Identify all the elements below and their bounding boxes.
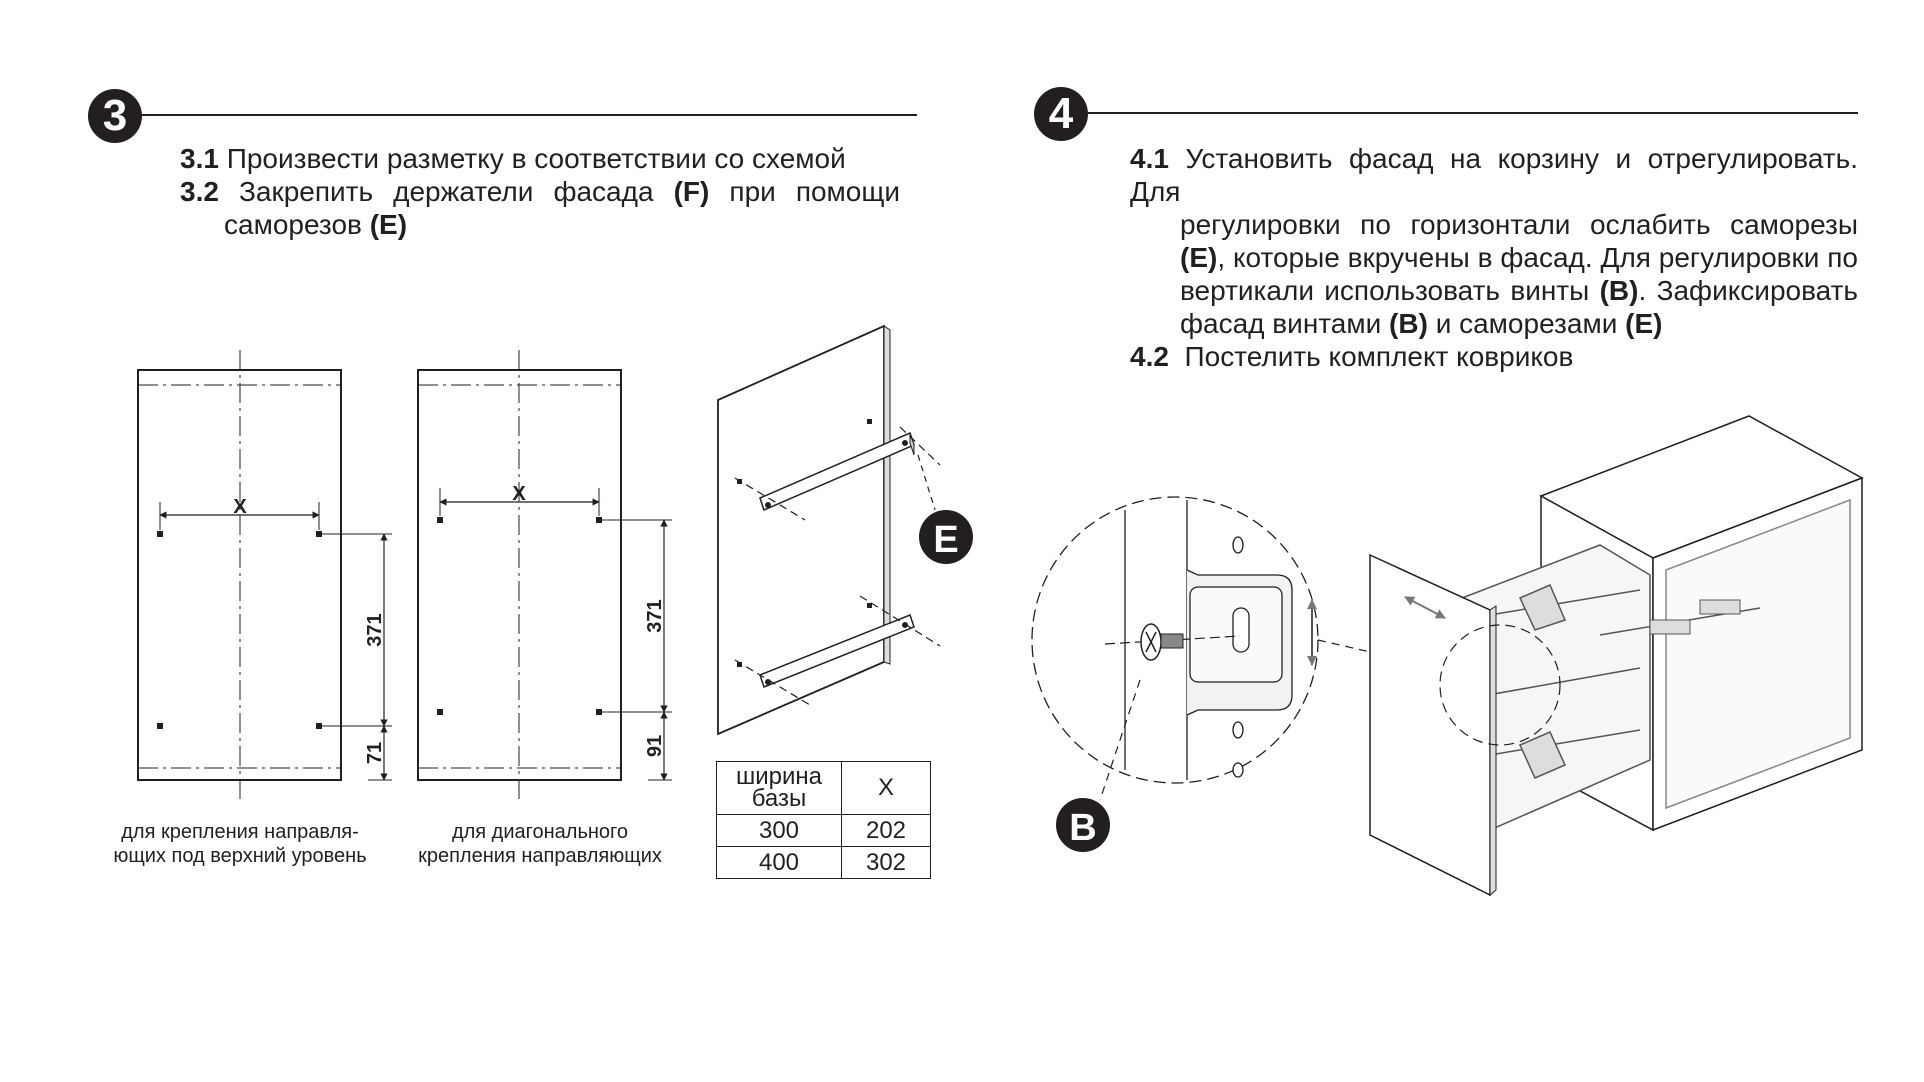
step-4-number: 4 <box>1048 89 1074 138</box>
instruction-4-2: 4.2 Постелить комплект ковриков <box>1130 340 1858 373</box>
caption-line: для диагонального <box>451 821 629 843</box>
step-3-instructions: 3.1 Произвести разметку в соответствии с… <box>180 142 900 241</box>
cabinet-with-basket <box>1369 415 1864 897</box>
callout-B-letter: B <box>1069 807 1096 849</box>
holder-bracket-bottom <box>734 595 941 706</box>
instruction-4-1-l3: (E), которые вкручены в фасад. Для регул… <box>1130 241 1858 274</box>
instruction-text: Закрепить держатели фасада <box>238 176 654 207</box>
header-base-width: ширина базы <box>716 761 842 815</box>
table-header-row: ширина базы X <box>716 761 931 815</box>
step-3-rule <box>142 114 917 116</box>
base-width-table: ширина базы X 300 202 400 302 <box>716 761 931 879</box>
cell-x: 302 <box>841 846 931 879</box>
panel-diagram-2 <box>417 350 672 800</box>
caption-line: ющих под верхний уровень <box>113 845 367 867</box>
table-row: 300 202 <box>716 814 931 847</box>
instruction-text: , которые вкручены в фасад. Для регулиро… <box>1217 242 1858 273</box>
instruction-number: 4.2 <box>1130 341 1169 372</box>
instruction-text: при помощи <box>729 176 901 207</box>
instruction-3-1: 3.1 Произвести разметку в соответствии с… <box>180 142 900 175</box>
instruction-text: Установить фасад на корзину и отрегулиро… <box>1130 143 1859 207</box>
instruction-number: 3.2 <box>180 176 219 207</box>
callout-E: E <box>919 510 973 564</box>
dim-91-label: 91 <box>644 735 666 757</box>
instruction-text: саморезов <box>224 209 362 240</box>
cell-width: 400 <box>716 846 842 879</box>
instruction-3-2: 3.2 Закрепить держатели фасада (F) при п… <box>180 175 900 208</box>
diagram-2-caption: для диагонального крепления направляющих <box>398 820 682 868</box>
dim-x-label: X <box>512 483 526 505</box>
instruction-number: 4.1 <box>1130 143 1169 174</box>
part-ref-B: (B) <box>1389 308 1428 339</box>
instruction-text: . Зафиксировать <box>1638 275 1859 306</box>
instruction-text: вертикали использовать винты <box>1180 275 1590 306</box>
instruction-4-1-l4: вертикали использовать винты (B). Зафикс… <box>1130 274 1858 307</box>
part-ref-E: (E) <box>369 209 408 240</box>
header-x: X <box>841 761 931 815</box>
step-3-badge: 3 <box>88 89 142 143</box>
screw-icon <box>1104 623 1241 661</box>
zoom-detail-circle <box>1031 496 1319 801</box>
cell-width: 300 <box>716 814 842 847</box>
step-3-number: 3 <box>102 91 128 140</box>
instruction-text: Постелить комплект ковриков <box>1184 341 1574 372</box>
callout-B: B <box>1056 798 1110 852</box>
diagram-1-caption: для крепления направля- ющих под верхний… <box>100 820 380 868</box>
facade-panel-with-holders <box>717 324 941 736</box>
cell-x: 202 <box>841 814 931 847</box>
dim-x-label: X <box>233 496 247 518</box>
instruction-3-2-cont: саморезов (E) <box>180 208 900 241</box>
dim-371-label: 371 <box>644 599 666 632</box>
instruction-text: фасад винтами <box>1180 308 1382 339</box>
instruction-4-1-l2: регулировки по горизонтали ослабить само… <box>1130 208 1858 241</box>
part-ref-F: (F) <box>673 176 710 207</box>
table-row: 400 302 <box>716 846 931 879</box>
instruction-text: Произвести разметку в соответствии со сх… <box>226 143 846 174</box>
step-4-instructions: 4.1 Установить фасад на корзину и отрегу… <box>1130 142 1858 373</box>
dim-71-label: 71 <box>364 742 386 764</box>
part-ref-E: (E) <box>1625 308 1663 339</box>
caption-line: крепления направляющих <box>418 845 662 867</box>
panel-diagram-1 <box>137 350 392 800</box>
caption-line: для крепления направля- <box>121 821 359 843</box>
part-ref-B: (B) <box>1599 275 1639 306</box>
dim-371-label: 371 <box>364 613 386 646</box>
holder-bracket-top <box>734 419 941 521</box>
instruction-text: и саморезами <box>1435 308 1618 339</box>
step-4-badge: 4 <box>1034 87 1088 141</box>
part-ref-E: (E) <box>1180 242 1218 273</box>
instruction-number: 3.1 <box>180 143 219 174</box>
callout-E-letter: E <box>933 519 958 561</box>
instruction-4-1-l5: фасад винтами (B) и саморезами (E) <box>1130 307 1858 340</box>
step-4-rule <box>1088 112 1858 114</box>
instruction-4-1: 4.1 Установить фасад на корзину и отрегу… <box>1130 142 1858 208</box>
instruction-text: регулировки по горизонтали ослабить само… <box>1180 209 1858 240</box>
